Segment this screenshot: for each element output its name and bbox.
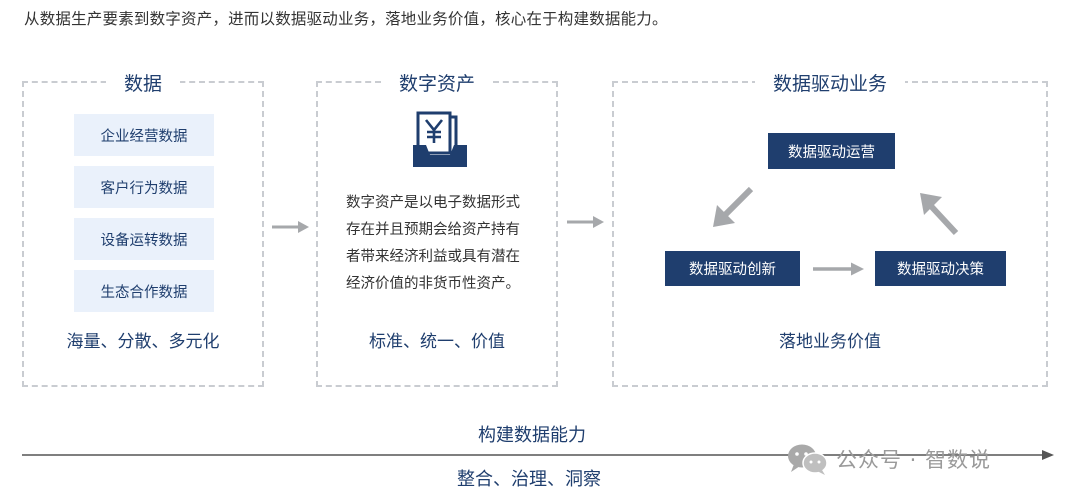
data-driven-business-panel-title: 数据驱动业务	[754, 69, 906, 96]
data-item-ecosystem: 生态合作数据	[74, 270, 214, 312]
digital-asset-panel: 数字资产 数字资产是以电子数据形式存在并且预期会给资产持有者带来经济利益或具有潜…	[316, 69, 558, 387]
digital-asset-panel-title: 数字资产	[380, 69, 494, 96]
arrow-right-icon	[813, 262, 864, 276]
data-driven-operations-box: 数据驱动运营	[768, 133, 895, 169]
watermark-text: 公众号 · 智数说	[836, 448, 992, 472]
data-driven-innovation-box: 数据驱动创新	[665, 251, 800, 286]
build-data-capability-title: 构建数据能力	[478, 425, 586, 446]
data-driven-decision-box: 数据驱动决策	[875, 251, 1006, 286]
yuan-document-tray-icon	[413, 111, 467, 167]
horizontal-arrow-line	[22, 450, 1054, 460]
wechat-icon	[788, 444, 828, 475]
data-item-device: 设备运转数据	[74, 218, 214, 260]
data-item-enterprise: 企业经营数据	[74, 114, 214, 156]
data-driven-business-panel: 数据驱动业务 数据驱动运营 数据驱动创新 数据驱动决策 落地业务价值	[612, 69, 1048, 387]
build-data-capability-subtitle: 整合、治理、洞察	[457, 469, 601, 490]
data-driven-business-caption: 落地业务价值	[779, 332, 881, 352]
arrow-right-icon	[272, 221, 309, 233]
data-panel-title: 数据	[105, 69, 181, 96]
intro-text: 从数据生产要素到数字资产，进而以数据驱动业务，落地业务价值，核心在于构建数据能力…	[24, 10, 668, 28]
arrow-up-left-icon	[920, 193, 959, 236]
digital-asset-panel-caption: 标准、统一、价值	[369, 332, 505, 352]
digital-asset-description: 数字资产是以电子数据形式存在并且预期会给资产持有者带来经济利益或具有潜在经济价值…	[346, 195, 520, 292]
arrow-down-left-icon	[713, 186, 754, 227]
data-panel: 数据 企业经营数据 客户行为数据 设备运转数据 生态合作数据 海量、分散、多元化	[22, 69, 264, 387]
data-panel-caption: 海量、分散、多元化	[66, 332, 220, 352]
arrow-right-icon	[567, 216, 604, 228]
data-item-customer: 客户行为数据	[74, 166, 214, 208]
